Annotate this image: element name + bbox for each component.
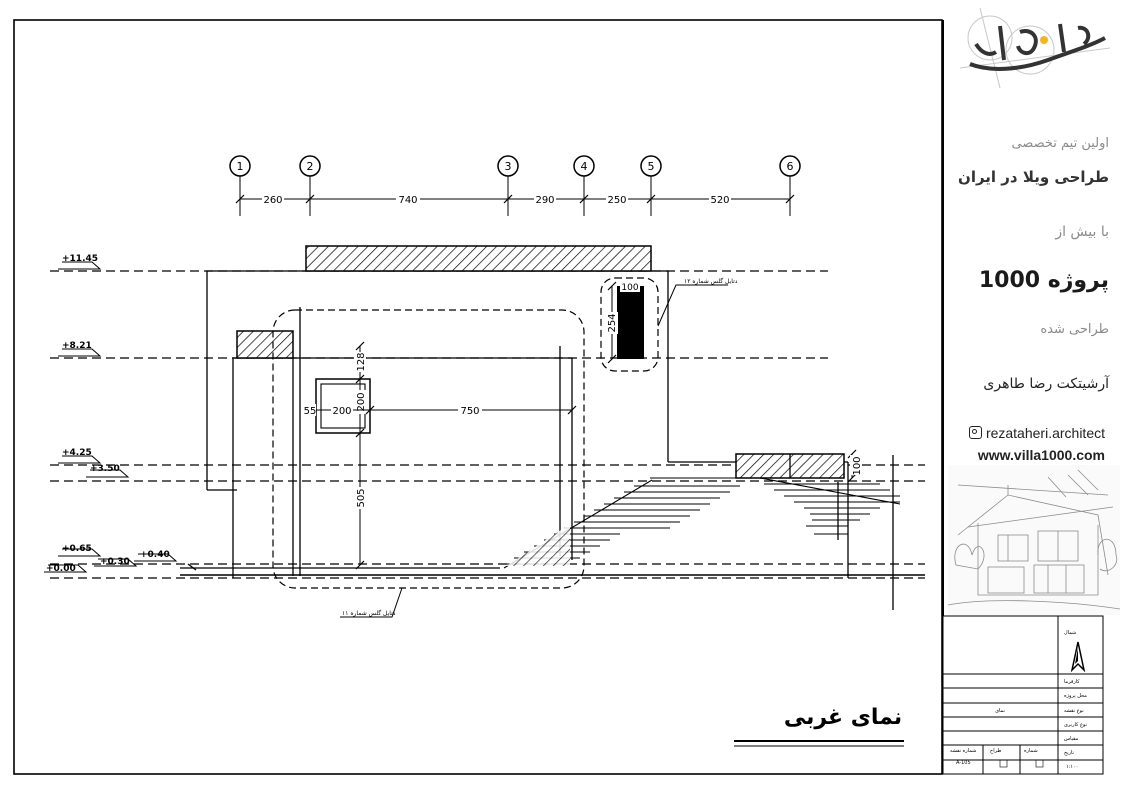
canopy-slab (236, 330, 294, 359)
sheet-frame (13, 19, 943, 775)
roof-slab (305, 245, 652, 272)
footer-sheet-number: شماره نقشه (950, 748, 976, 754)
sidebar-line-3: با بیش از (1055, 224, 1109, 240)
level-marker-821: +8.21 (58, 341, 102, 357)
dim-100-vertical: 100 (852, 456, 863, 475)
title-block-north-label: شمال (1064, 630, 1076, 636)
villa-sketch (947, 465, 1121, 615)
dim-505: 505 (356, 488, 367, 507)
drawing-title: نمای غربی (784, 705, 902, 730)
dim-254: 254 (607, 313, 618, 332)
sidebar-instagram: rezataheri.architect (968, 425, 1105, 441)
note-detail-11: دتایل گلس شماره ۱۱ (342, 609, 396, 617)
detail-notes: دتایل گلس شماره ۱۲ دتایل گلس شماره ۱۱ (340, 277, 738, 618)
sidebar-line-1: اولین تیم تخصصی (1011, 136, 1109, 151)
axis-6-label: 6 (787, 160, 794, 173)
footer-number: شماره (1024, 748, 1038, 754)
footer-designer: طراح (990, 748, 1001, 754)
field-sheet-type-value: نمای (995, 708, 1005, 714)
level-marker-425: +4.25 (58, 448, 102, 464)
scale-value: ۱:۱۰۰ (1066, 764, 1078, 770)
axis-1: 1 (229, 155, 251, 216)
level-marker-040: +0.40 (134, 550, 178, 562)
field-client: کارفرما (1064, 679, 1080, 685)
brand-logo (959, 7, 1111, 89)
stairs-right (759, 477, 901, 535)
axis-5-label: 5 (648, 160, 655, 173)
note-detail-12: دتایل گلس شماره ۱۲ (684, 277, 738, 285)
svg-text:+0.65: +0.65 (62, 544, 92, 554)
dim-128: 128 (356, 352, 367, 371)
field-date: تاریخ (1064, 750, 1075, 756)
dim-55: 55 (304, 406, 317, 417)
sidebar-line-4: 1000 پروژه (978, 268, 1109, 293)
axis-2-label: 2 (307, 160, 314, 173)
axis-5: 5 (640, 155, 662, 216)
level-markers: +11.45 +8.21 +4.25 +3.50 +0.65 +0.30 +0.… (44, 254, 178, 574)
instagram-icon (968, 426, 982, 439)
level-marker-030: +0.30 (94, 557, 138, 567)
svg-text:+11.45: +11.45 (62, 254, 98, 264)
span-3-4: 290 (535, 195, 554, 206)
sidebar-line-2: طراحی ویلا در ایران (958, 168, 1109, 186)
span-2-3: 740 (398, 195, 417, 206)
axis-6: 6 (779, 155, 801, 216)
span-1-2: 260 (263, 195, 282, 206)
svg-text:+4.25: +4.25 (62, 448, 92, 458)
dim-100-horizontal: 100 (621, 283, 638, 293)
level-marker-1145: +11.45 (58, 254, 102, 270)
sheet-number-value: A-105 (956, 760, 971, 766)
svg-text:+0.30: +0.30 (100, 557, 130, 567)
field-location: محل پروژه (1064, 693, 1087, 699)
title-block: شمال کارفرما محل پروژه نوع نقشه نوع کارب… (942, 615, 1104, 775)
level-marker-000: +0.00 (44, 564, 88, 574)
span-5-6: 520 (710, 195, 729, 206)
level-marker-350: +3.50 (86, 464, 130, 478)
field-scale: مقیاس (1064, 736, 1079, 742)
interior-dimensions: 128 200 505 55 200 750 254 100 100 (302, 281, 863, 570)
level-marker-065: +0.65 (58, 544, 102, 557)
svg-text:+8.21: +8.21 (62, 341, 92, 351)
curtain-wall-outline (272, 309, 585, 589)
dim-200-vertical: 200 (356, 392, 367, 411)
level-lines (50, 270, 925, 579)
grid-axes: 1 2 3 4 5 6 (229, 155, 801, 216)
span-4-5: 250 (607, 195, 626, 206)
slot-window-outline (600, 277, 659, 372)
axis-3-label: 3 (505, 160, 512, 173)
sidebar-architect: آرشیتکت رضا طاهری (983, 376, 1109, 392)
axis-1-label: 1 (237, 160, 244, 173)
dim-750: 750 (460, 406, 479, 417)
sidebar-website[interactable]: www.villa1000.com (977, 447, 1105, 463)
field-sheet-type: نوع نقشه (1064, 708, 1084, 714)
sidebar-line-5: طراحی شده (1040, 322, 1109, 337)
span-dimensions: 260 740 290 250 520 (235, 193, 795, 206)
axis-4-label: 4 (581, 160, 588, 173)
svg-text:+0.40: +0.40 (140, 550, 170, 560)
axis-4: 4 (573, 155, 595, 216)
svg-text:+3.50: +3.50 (90, 464, 120, 474)
axis-3: 3 (497, 155, 519, 216)
instagram-handle: rezataheri.architect (985, 425, 1105, 441)
svg-text:+0.00: +0.00 (46, 564, 76, 574)
north-arrow-icon (1070, 641, 1086, 673)
dim-200-horizontal: 200 (332, 406, 351, 417)
field-usage: نوع کاربری (1064, 722, 1087, 728)
axis-2: 2 (299, 155, 321, 216)
slot-window (617, 286, 644, 359)
